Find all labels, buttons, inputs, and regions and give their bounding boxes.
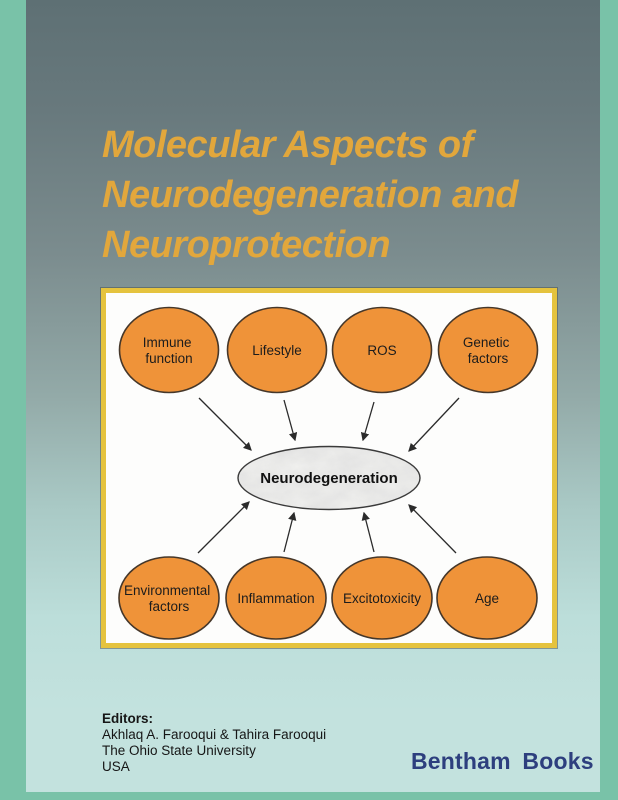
ellipse-age (436, 556, 538, 640)
label-neurodegeneration: Neurodegeneration (260, 470, 398, 487)
label-environmental-factors: Environmental factors (124, 583, 214, 614)
ellipse-lifestyle (226, 306, 328, 394)
center-ellipse-texture (238, 446, 420, 510)
editors-names: Akhlaq A. Farooqui & Tahira Farooqui (102, 727, 327, 742)
label-ros: ROS (367, 343, 396, 358)
neurodegeneration-diagram: Immune function Lifestyle ROS Genetic fa… (101, 288, 557, 648)
publisher-logo: Bentham Books (411, 748, 594, 774)
label-genetic-factors: Genetic factors (463, 335, 513, 366)
ellipse-inflammation (225, 556, 327, 640)
book-title: Molecular Aspects of Neurodegeneration a… (102, 120, 582, 270)
label-inflammation: Inflammation (237, 591, 314, 606)
title-line-1: Molecular Aspects of (102, 124, 473, 166)
ellipse-ros (331, 306, 433, 394)
ellipse-excitotoxicity (331, 556, 433, 640)
center-ellipse-group: Neurodegeneration (237, 445, 421, 511)
diagram-svg: Immune function Lifestyle ROS Genetic fa… (118, 306, 539, 640)
arrow-excitotoxicity (361, 511, 375, 553)
editors-country: USA (102, 759, 130, 774)
center-ellipse-outline (237, 445, 421, 511)
arrow-environmental-factors (197, 501, 250, 554)
label-lifestyle: Lifestyle (252, 343, 302, 358)
label-immune-function: Immune function (143, 335, 196, 366)
editors-block: Editors: Akhlaq A. Farooqui & Tahira Far… (102, 711, 326, 775)
arrow-inflammation (283, 511, 297, 553)
arrow-lifestyle (283, 399, 298, 442)
label-age: Age (475, 591, 499, 606)
arrow-ros (360, 401, 375, 442)
factor-ellipses-bottom: Environmental factors Inflammation Excit… (118, 556, 538, 640)
ellipse-environmental-factors (118, 556, 220, 640)
ellipse-immune-function (118, 306, 220, 394)
ellipse-genetic-factors (437, 306, 539, 394)
editors-affiliation: The Ohio State University (102, 743, 256, 758)
diagram-arrows (197, 397, 460, 554)
label-excitotoxicity: Excitotoxicity (343, 591, 421, 606)
title-line-2: Neurodegeneration and (102, 174, 519, 216)
title-line-3: Neuroprotection (102, 224, 391, 266)
cover-panel: Molecular Aspects of Neurodegeneration a… (26, 0, 600, 792)
factor-ellipses-top: Immune function Lifestyle ROS Genetic fa… (118, 306, 539, 394)
arrow-genetic-factors (408, 397, 460, 452)
arrow-age (408, 504, 457, 554)
editors-heading: Editors: (102, 711, 154, 726)
arrow-immune-function (198, 397, 252, 451)
